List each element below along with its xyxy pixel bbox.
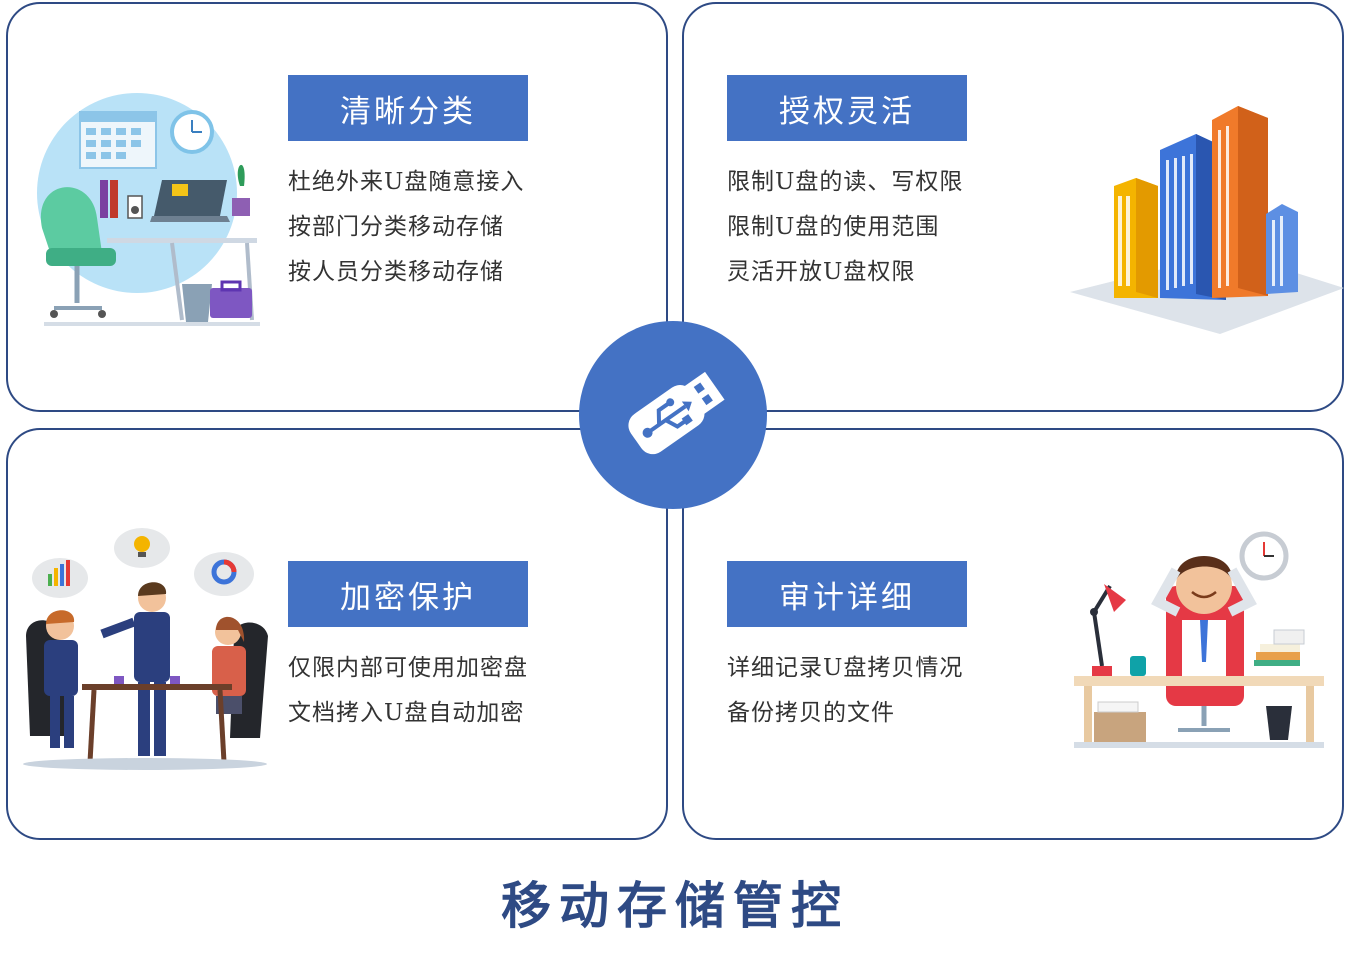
feature-list: 详细记录U盘拷贝情况 备份拷贝的文件	[727, 646, 963, 736]
feature-line: 限制U盘的读、写权限	[727, 169, 964, 195]
feature-line: 按部门分类移动存储	[288, 214, 504, 240]
office-desk-illustration	[37, 93, 260, 326]
panel-detailed-audit: 审计详细 详细记录U盘拷贝情况 备份拷贝的文件	[682, 428, 1344, 840]
feature-line: 仅限内部可使用加密盘	[288, 655, 528, 681]
usb-drive-icon	[628, 371, 725, 455]
feature-list: 仅限内部可使用加密盘 文档拷入U盘自动加密	[288, 646, 528, 736]
feature-list: 杜绝外来U盘随意接入 按部门分类移动存储 按人员分类移动存储	[288, 160, 524, 295]
panel-clear-classification: 清晰分类 杜绝外来U盘随意接入 按部门分类移动存储 按人员分类移动存储	[6, 2, 668, 412]
relaxed-manager-illustration	[1074, 531, 1324, 748]
feature-line: 限制U盘的使用范围	[727, 214, 940, 240]
feature-line: 按人员分类移动存储	[288, 259, 504, 285]
feature-line: 详细记录U盘拷贝情况	[727, 655, 964, 681]
page-title: 移动存储管控	[501, 877, 849, 935]
feature-line: 杜绝外来U盘随意接入	[288, 169, 525, 195]
heading-badge: 授权灵活	[727, 75, 967, 141]
panel-encryption-protection: 加密保护 仅限内部可使用加密盘 文档拷入U盘自动加密	[6, 428, 668, 840]
heading-badge: 审计详细	[727, 561, 967, 627]
usb-hub-circle	[579, 321, 767, 509]
business-meeting-illustration	[23, 528, 268, 770]
feature-line: 备份拷贝的文件	[727, 700, 895, 726]
feature-list: 限制U盘的读、写权限 限制U盘的使用范围 灵活开放U盘权限	[727, 160, 963, 295]
feature-line: 文档拷入U盘自动加密	[288, 700, 525, 726]
feature-line: 灵活开放U盘权限	[727, 259, 916, 285]
heading-badge: 加密保护	[288, 561, 528, 627]
heading-badge: 清晰分类	[288, 75, 528, 141]
panel-flexible-authorization: 授权灵活 限制U盘的读、写权限 限制U盘的使用范围 灵活开放U盘权限	[682, 2, 1344, 412]
city-buildings-illustration	[1070, 106, 1344, 334]
